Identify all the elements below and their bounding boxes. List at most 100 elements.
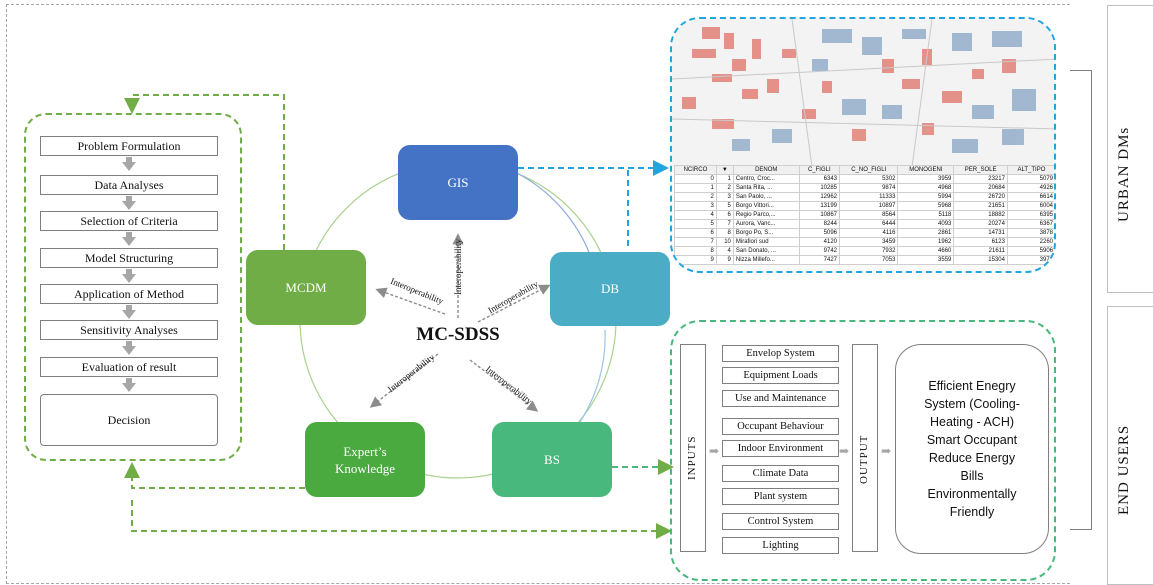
table-cell: 1962 [897,237,955,247]
table-cell: 9 [674,255,717,265]
table-cell: 26720 [953,192,1008,202]
step-down-arrow-icon [122,162,136,171]
table-header: NCIRCO [674,165,717,175]
table-cell: 5079 [1006,174,1054,184]
table-cell: 4 [715,246,734,256]
table-cell: 3459 [839,237,899,247]
table-cell: 8564 [839,210,899,220]
result-text: Efficient Enegry System (Cooling-Heating… [924,379,1020,519]
table-cell: 6395 [1006,210,1054,220]
input-equipment-loads: Equipment Loads [722,367,839,384]
table-cell: Borgo Po, S... [732,228,800,238]
end-users-panel [670,320,1056,581]
table-cell: 4 [674,210,717,220]
table-header: ▼ [715,165,734,175]
interop-label-gis: Interoperability [453,239,463,295]
mc-sdss-label: MC-SDSS [416,324,500,345]
step-arrow-stem [126,269,132,274]
table-header-row: NCIRCO ▼ DENOM C_FIGLI C_NO_FIGLI MONOGE… [674,165,1054,175]
interop-arrow-expert [369,353,439,408]
table-cell: 9874 [839,183,899,193]
interop-arrow-mcdm [375,287,446,315]
result-box: Efficient Enegry System (Cooling-Heating… [895,344,1049,554]
step-decision: Decision [40,394,218,446]
table-cell: 3 [674,201,717,211]
table-cell: 10 [715,237,734,247]
step-arrow-stem [126,378,132,383]
output-label: OUTPUT [858,434,870,484]
step-arrow-stem [126,196,132,201]
step-application-method: Application of Method [40,284,218,304]
right-bracket [1070,70,1092,530]
table-cell: 20274 [953,219,1008,229]
table-header: C_NO_FIGLI [839,165,899,175]
table-cell: 7053 [839,255,899,265]
step-down-arrow-icon [122,237,136,246]
input-indoor-environment: Indoor Environment [722,440,839,457]
table-cell: 8 [674,246,717,256]
table-cell: 5302 [839,174,899,184]
table-cell: 2861 [897,228,955,238]
table-cell: 4120 [798,237,841,247]
table-cell: 4968 [897,183,955,193]
circle-teal-arc [577,329,606,426]
table-cell: 1 [674,183,717,193]
table-cell: 3972 [1006,255,1054,265]
input-use-maintenance: Use and Maintenance [722,390,839,407]
table-cell: 6444 [839,219,899,229]
step-arrow-stem [126,341,132,346]
inputs-column [680,344,706,552]
interop-arrow-bs [469,359,539,412]
output-column [852,344,878,552]
table-header: PER_SOLE [953,165,1008,175]
table-header: DENOM [732,165,800,175]
table-cell: 5096 [798,228,841,238]
table-cell: 10897 [839,201,899,211]
table-cell: Borgo Vittori... [732,201,800,211]
step-arrow-stem [126,305,132,310]
step-down-arrow-icon [122,346,136,355]
step-down-arrow-icon [122,310,136,319]
city-map [672,19,1054,167]
urban-data-panel: NCIRCO ▼ DENOM C_FIGLI C_NO_FIGLI MONOGE… [670,17,1056,273]
table-cell: San Donato, ... [732,246,800,256]
step-data-analyses: Data Analyses [40,175,218,195]
table-cell: 6004 [1006,201,1054,211]
table-cell: 21651 [953,201,1008,211]
census-table: NCIRCO ▼ DENOM C_FIGLI C_NO_FIGLI MONOGE… [674,165,1054,265]
table-cell: 12962 [798,192,841,202]
table-cell: 18882 [953,210,1008,220]
table-cell: 5994 [897,192,955,202]
step-evaluation-result: Evaluation of result [40,357,218,377]
table-cell: San Paolo, ... [732,192,800,202]
step-down-arrow-icon [122,274,136,283]
table-cell: 5906 [1006,246,1054,256]
output-to-result-arrow: ➡ [881,444,892,458]
table-cell: 10285 [798,183,841,193]
step-selection-criteria: Selection of Criteria [40,211,218,231]
table-cell: 2 [715,183,734,193]
table-cell: 6343 [798,174,841,184]
node-gis: GIS [398,145,518,220]
table-cell: Santa Rita, ... [732,183,800,193]
inputs-label: INPUTS [686,435,698,480]
table-cell: 10867 [798,210,841,220]
node-mcdm: MCDM [246,250,366,325]
table-cell: 6614 [1006,192,1054,202]
input-climate-data: Climate Data [722,465,839,482]
table-cell: 8244 [798,219,841,229]
table-cell: 5 [674,219,717,229]
table-cell: 5968 [897,201,955,211]
table-cell: Nizza Millefo... [732,255,800,265]
step-problem-formulation: Problem Formulation [40,136,218,156]
table-cell: 6123 [953,237,1008,247]
table-cell: 6 [715,210,734,220]
step-down-arrow-icon [122,383,136,392]
step-sensitivity-analyses: Sensitivity Analyses [40,320,218,340]
table-cell: 7 [715,219,734,229]
